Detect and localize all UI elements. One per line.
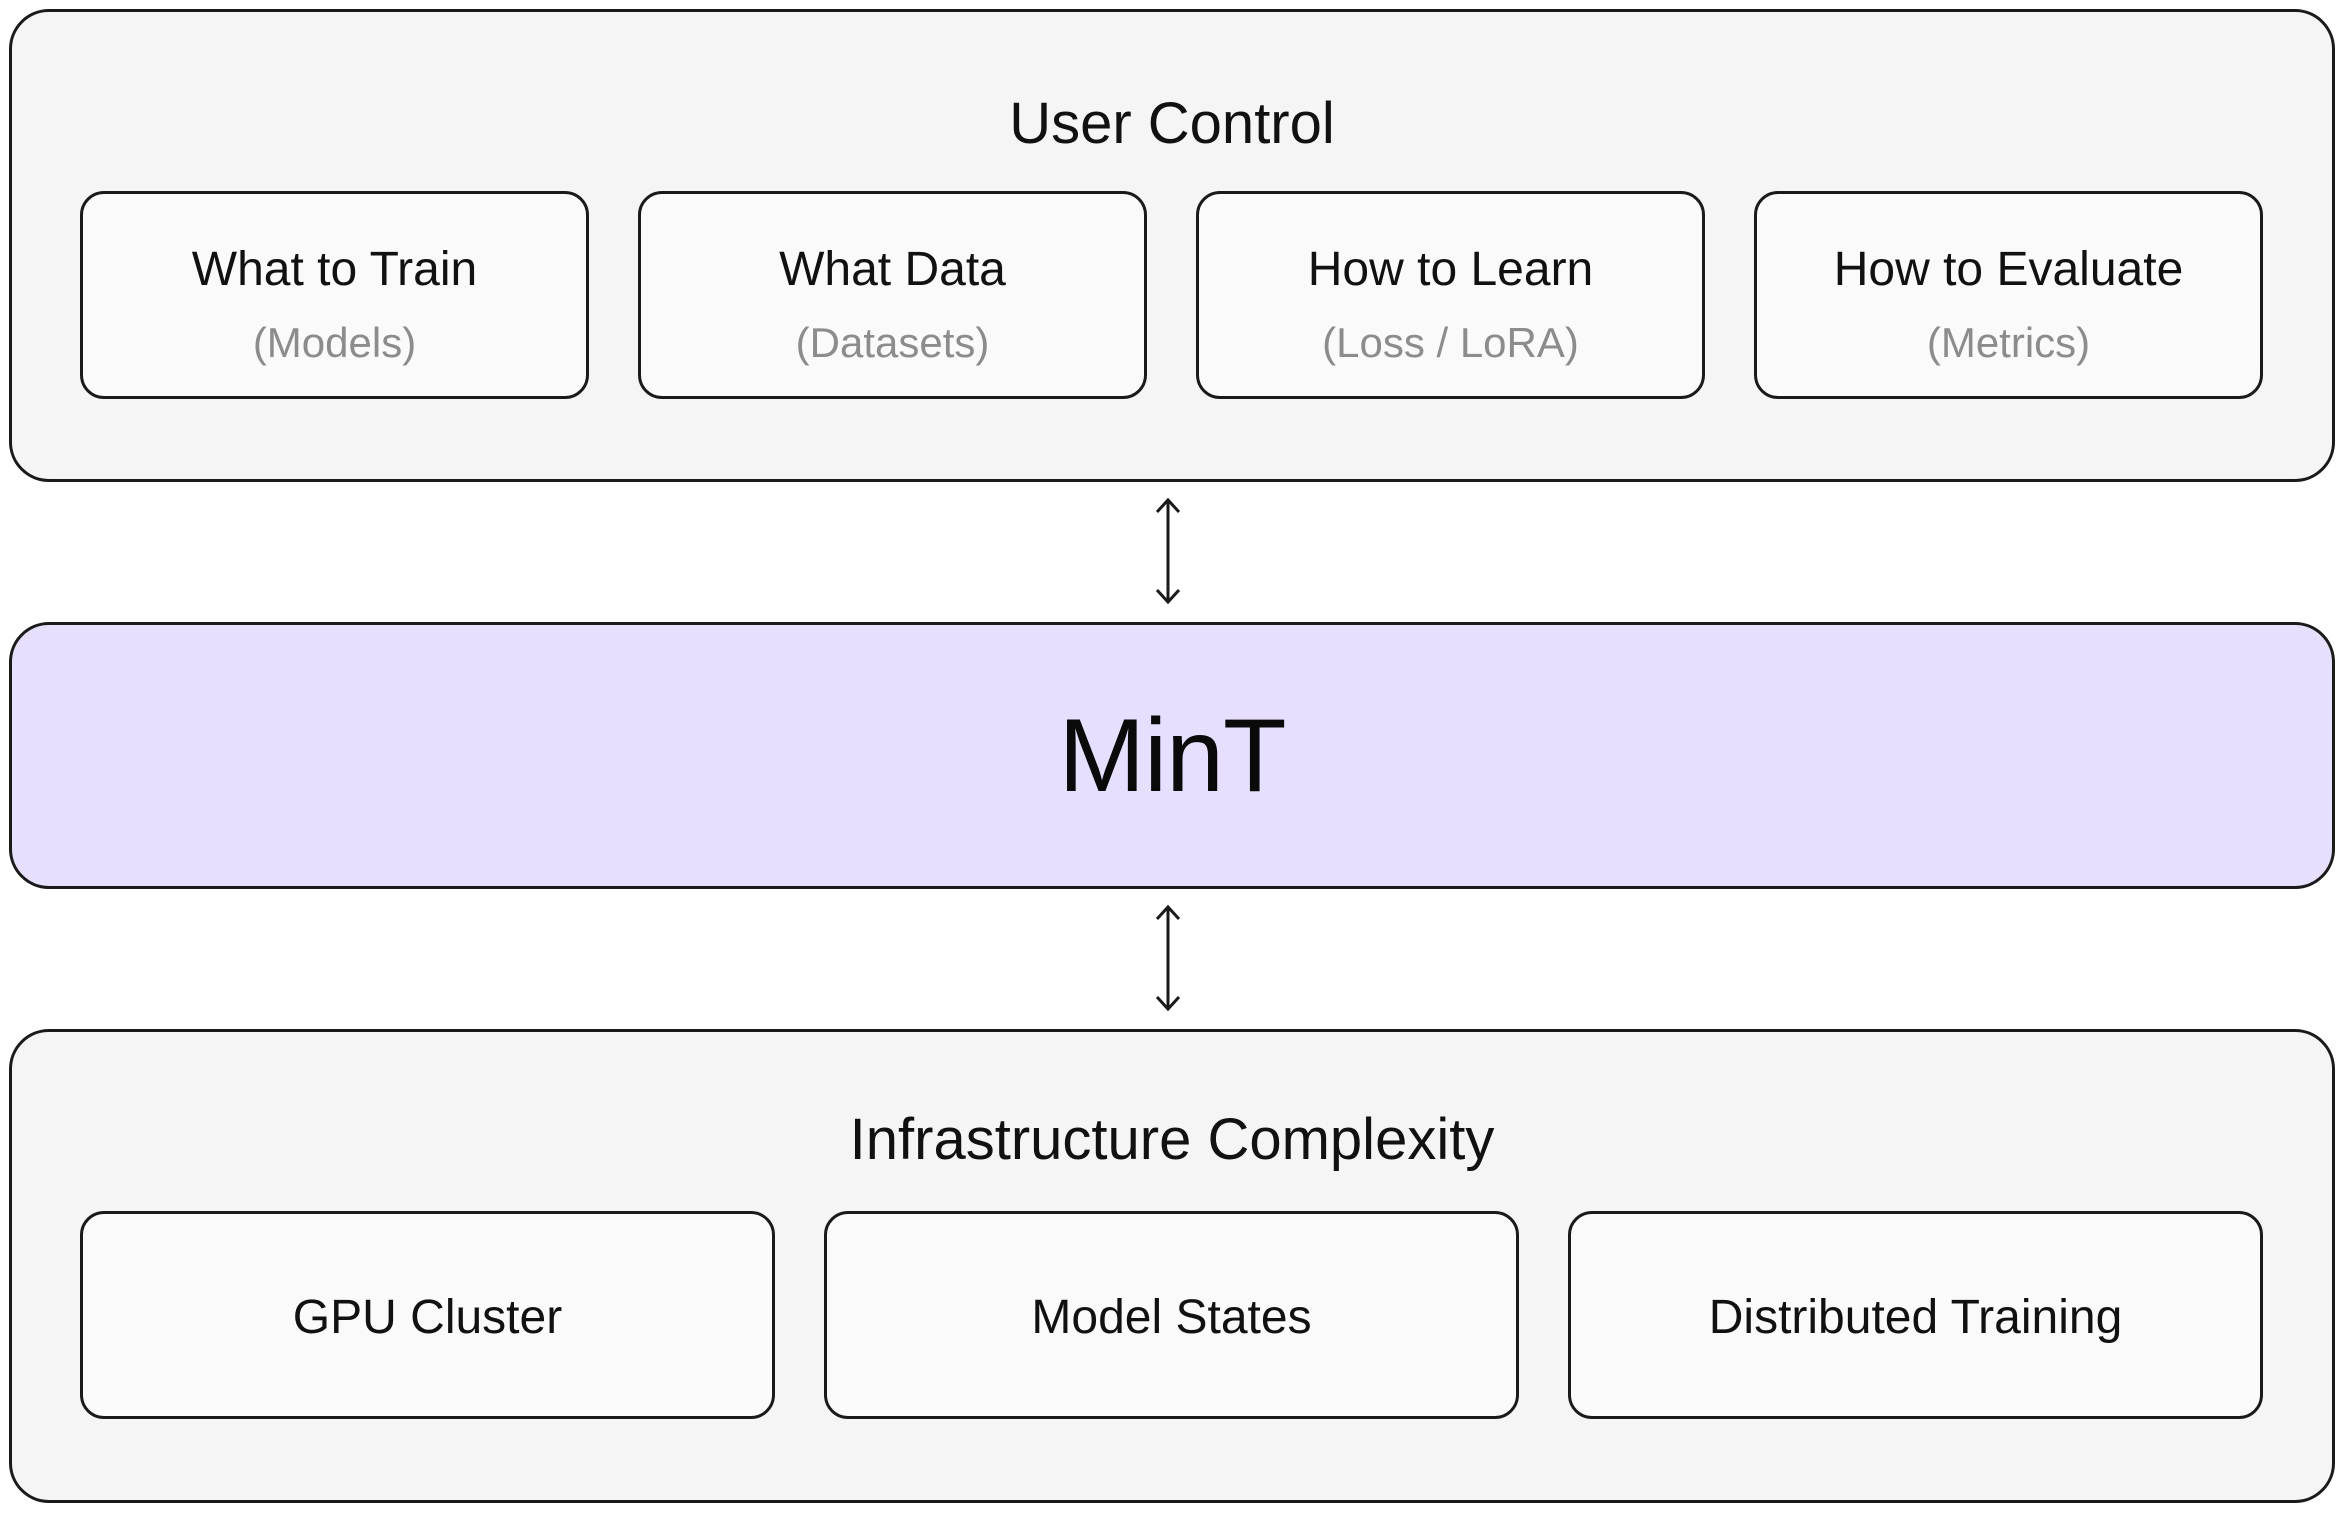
distributed-training-card: Distributed Training	[1568, 1211, 2263, 1419]
gpu-cluster-card: GPU Cluster	[80, 1211, 775, 1419]
user-control-title: User Control	[1009, 91, 1335, 156]
model-states-card: Model States	[824, 1211, 1519, 1419]
card-title: How to Evaluate	[1833, 243, 2184, 296]
card-subtitle: (Metrics)	[1926, 319, 2091, 366]
card-title: What Data	[779, 243, 1006, 296]
mint-panel: MinT	[9, 622, 2335, 889]
card-title: Distributed Training	[1708, 1291, 2123, 1344]
bidirectional-arrow-icon	[1155, 904, 1181, 1012]
what-to-train-card: What to Train (Models)	[80, 191, 589, 399]
what-data-card: What Data (Datasets)	[638, 191, 1147, 399]
card-subtitle: (Loss / LoRA)	[1322, 319, 1579, 366]
how-to-evaluate-card: How to Evaluate (Metrics)	[1754, 191, 2263, 399]
card-title: What to Train	[191, 243, 478, 296]
bidirectional-arrow-icon	[1155, 497, 1181, 605]
card-subtitle: (Datasets)	[795, 319, 990, 366]
card-title: How to Learn	[1307, 243, 1594, 296]
card-title: GPU Cluster	[292, 1291, 563, 1344]
mint-title: MinT	[1058, 697, 1286, 814]
infrastructure-complexity-title: Infrastructure Complexity	[849, 1107, 1495, 1172]
card-subtitle: (Models)	[252, 319, 417, 366]
how-to-learn-card: How to Learn (Loss / LoRA)	[1196, 191, 1705, 399]
card-title: Model States	[1031, 1291, 1312, 1344]
